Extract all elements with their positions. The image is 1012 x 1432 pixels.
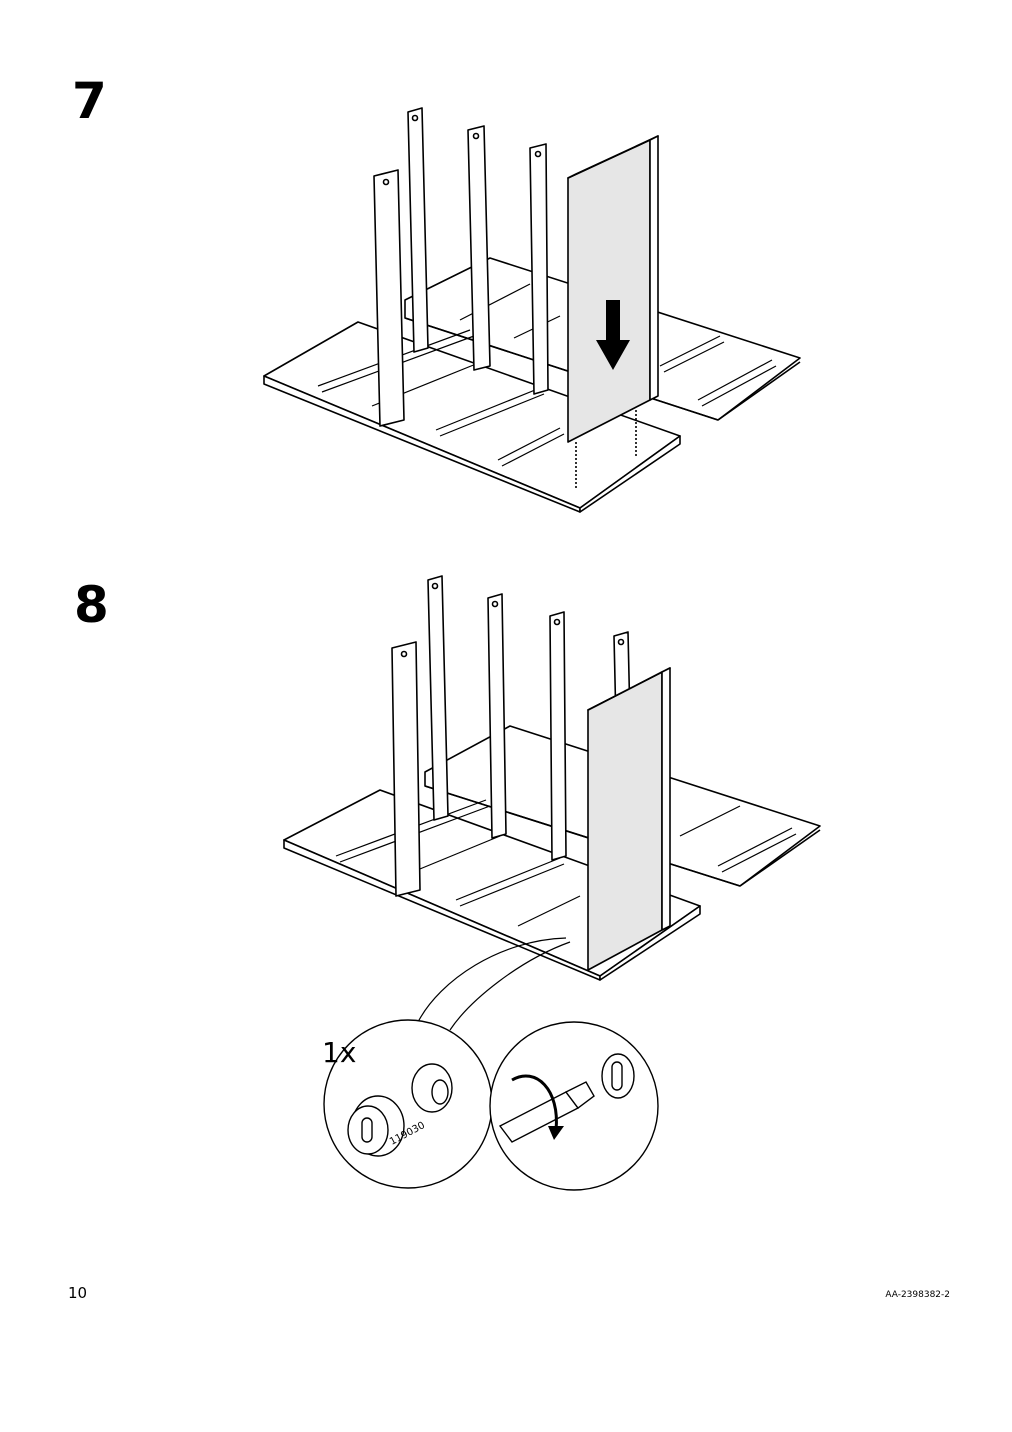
side-panel-8 — [587, 671, 663, 971]
post-8-3 — [549, 611, 567, 861]
post-1 — [407, 107, 429, 353]
post-2 — [467, 125, 491, 371]
step-7-number: 7 — [72, 72, 107, 130]
page-number: 10 — [68, 1284, 88, 1302]
post-3 — [529, 143, 549, 395]
rotate-arrow-icon — [511, 1074, 558, 1131]
post-8-1 — [427, 575, 449, 821]
arrow-down-icon — [596, 300, 630, 370]
post-front — [373, 169, 405, 427]
post-8-front — [391, 641, 421, 897]
document-code: AA-2398382-2 — [885, 1290, 950, 1300]
cam-lock-icon — [347, 1063, 453, 1157]
quantity-label: 1x — [322, 1036, 357, 1069]
post-8-2 — [487, 593, 507, 839]
step-8-number: 8 — [74, 576, 109, 634]
